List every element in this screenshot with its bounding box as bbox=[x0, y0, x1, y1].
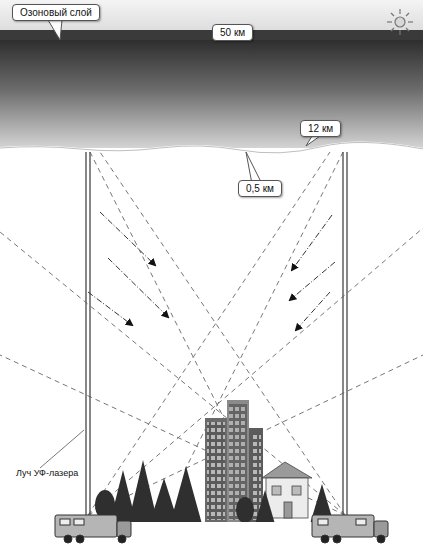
altitude-callout: 50 км bbox=[212, 24, 253, 41]
callout-text: 0,5 км bbox=[246, 183, 274, 194]
callout-text: Озоновый слой bbox=[20, 7, 92, 18]
altitude-callout: 0,5 км bbox=[238, 180, 282, 197]
callout-text: 12 км bbox=[308, 123, 333, 134]
altitude-callout: 12 км bbox=[300, 120, 341, 137]
callout-text: 50 км bbox=[220, 27, 245, 38]
ozone-layer-callout: Озоновый слой bbox=[12, 4, 100, 21]
beam-label: Луч УФ-лазера bbox=[14, 468, 80, 478]
